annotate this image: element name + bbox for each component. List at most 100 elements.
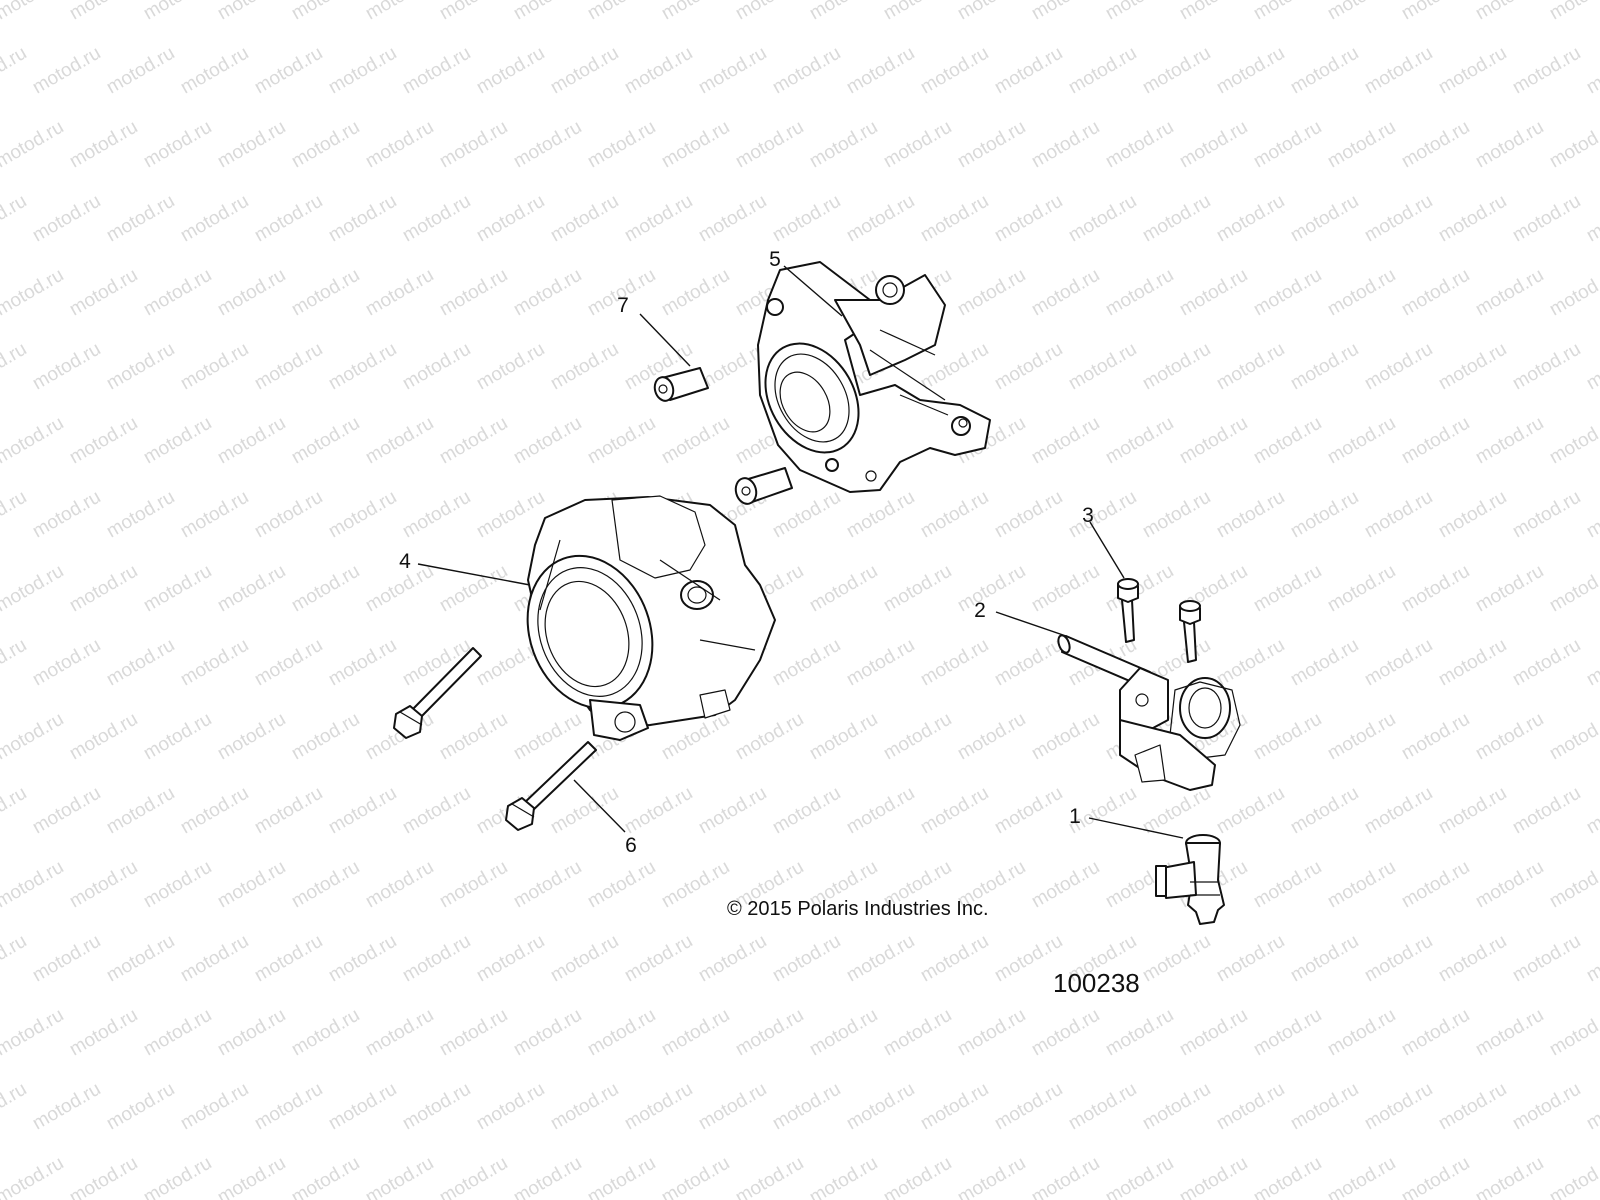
watermark-text: motod.ru — [991, 487, 1066, 543]
watermark-text: motod.ru — [917, 43, 992, 99]
watermark-text: motod.ru — [1546, 857, 1600, 913]
watermark-text: motod.ru — [510, 0, 585, 24]
watermark-text: motod.ru — [658, 1005, 733, 1061]
watermark-text: motod.ru — [1176, 413, 1251, 469]
flange-bolt-lower — [505, 741, 597, 831]
watermark-text: motod.ru — [510, 1005, 585, 1061]
watermark-text: motod.ru — [695, 1079, 770, 1135]
watermark-text: motod.ru — [1250, 1153, 1325, 1200]
watermark-text: motod.ru — [1398, 857, 1473, 913]
watermark-text: motod.ru — [1472, 1153, 1547, 1200]
watermark-text: motod.ru — [769, 191, 844, 247]
watermark-text: motod.ru — [806, 709, 881, 765]
watermark-text: motod.ru — [140, 709, 215, 765]
watermark-text: motod.ru — [1176, 1153, 1251, 1200]
watermark-text: motod.ru — [806, 117, 881, 173]
watermark-text: motod.ru — [399, 43, 474, 99]
watermark-text: motod.ru — [1250, 561, 1325, 617]
watermark-text: motod.ru — [1361, 43, 1436, 99]
watermark-text: motod.ru — [954, 1153, 1029, 1200]
watermark-text: motod.ru — [66, 1005, 141, 1061]
watermark-text: motod.ru — [0, 561, 67, 617]
watermark-text: motod.ru — [991, 1079, 1066, 1135]
watermark-text: motod.ru — [1546, 1005, 1600, 1061]
watermark-text: motod.ru — [1250, 265, 1325, 321]
watermark-text: motod.ru — [1398, 709, 1473, 765]
watermark-text: motod.ru — [0, 931, 30, 987]
watermark-text: motod.ru — [1287, 931, 1362, 987]
watermark-text: motod.ru — [1435, 931, 1510, 987]
watermark-text: motod.ru — [103, 339, 178, 395]
watermark-text: motod.ru — [0, 265, 67, 321]
leader-6 — [573, 779, 626, 833]
watermark-text: motod.ru — [362, 413, 437, 469]
watermark-text: motod.ru — [399, 339, 474, 395]
watermark-text: motod.ru — [29, 191, 104, 247]
watermark-text: motod.ru — [510, 413, 585, 469]
watermark-text: motod.ru — [621, 191, 696, 247]
watermark-text: motod.ru — [1028, 561, 1103, 617]
watermark-text: motod.ru — [991, 43, 1066, 99]
watermark-text: motod.ru — [1361, 339, 1436, 395]
watermark-text: motod.ru — [288, 561, 363, 617]
watermark-text: motod.ru — [695, 931, 770, 987]
watermark-text: motod.ru — [658, 0, 733, 24]
watermark-text: motod.ru — [1213, 191, 1288, 247]
watermark-text: motod.ru — [1472, 117, 1547, 173]
watermark-text: motod.ru — [1435, 191, 1510, 247]
watermark-text: motod.ru — [806, 1005, 881, 1061]
watermark-text: motod.ru — [214, 857, 289, 913]
watermark-text: motod.ru — [0, 635, 30, 691]
watermark-text: motod.ru — [1583, 43, 1600, 99]
watermark-text: motod.ru — [1324, 117, 1399, 173]
watermark-text: motod.ru — [1250, 0, 1325, 24]
watermark-text: motod.ru — [436, 857, 511, 913]
watermark-text: motod.ru — [1028, 265, 1103, 321]
watermark-text: motod.ru — [288, 1005, 363, 1061]
watermark-text: motod.ru — [1213, 1079, 1288, 1135]
watermark-text: motod.ru — [0, 191, 30, 247]
watermark-text: motod.ru — [1287, 191, 1362, 247]
watermark-text: motod.ru — [103, 1079, 178, 1135]
callout-7: 7 — [617, 294, 629, 317]
watermark-text: motod.ru — [1361, 635, 1436, 691]
watermark-text: motod.ru — [917, 635, 992, 691]
watermark-text: motod.ru — [1028, 1153, 1103, 1200]
watermark-text: motod.ru — [1324, 857, 1399, 913]
watermark-text: motod.ru — [1435, 43, 1510, 99]
watermark-text: motod.ru — [621, 43, 696, 99]
watermark-text: motod.ru — [732, 1005, 807, 1061]
callout-3: 3 — [1082, 504, 1094, 527]
watermark-text: motod.ru — [1583, 191, 1600, 247]
watermark-text: motod.ru — [1435, 339, 1510, 395]
watermark-text: motod.ru — [1028, 117, 1103, 173]
watermark-text: motod.ru — [917, 783, 992, 839]
watermark-text: motod.ru — [954, 1005, 1029, 1061]
watermark-text: motod.ru — [658, 857, 733, 913]
watermark-text: motod.ru — [880, 561, 955, 617]
watermark-text: motod.ru — [325, 635, 400, 691]
watermark-text: motod.ru — [769, 43, 844, 99]
callout-4: 4 — [399, 550, 411, 573]
watermark-text: motod.ru — [214, 117, 289, 173]
watermark-text: motod.ru — [769, 635, 844, 691]
watermark-text: motod.ru — [547, 191, 622, 247]
watermark-text: motod.ru — [1176, 1005, 1251, 1061]
watermark-text: motod.ru — [288, 265, 363, 321]
watermark-text: motod.ru — [362, 0, 437, 24]
watermark-text: motod.ru — [954, 709, 1029, 765]
watermark-text: motod.ru — [621, 931, 696, 987]
watermark-text: motod.ru — [1546, 709, 1600, 765]
watermark-text: motod.ru — [1472, 1005, 1547, 1061]
watermark-text: motod.ru — [1028, 857, 1103, 913]
watermark-text: motod.ru — [880, 1153, 955, 1200]
watermark-text: motod.ru — [1139, 1079, 1214, 1135]
watermark-text: motod.ru — [584, 413, 659, 469]
watermark-text: motod.ru — [1102, 413, 1177, 469]
watermark-text: motod.ru — [1546, 0, 1600, 24]
watermark-text: motod.ru — [658, 265, 733, 321]
watermark-text: motod.ru — [1398, 413, 1473, 469]
watermark-text: motod.ru — [695, 191, 770, 247]
watermark-text: motod.ru — [843, 635, 918, 691]
watermark-text: motod.ru — [140, 857, 215, 913]
